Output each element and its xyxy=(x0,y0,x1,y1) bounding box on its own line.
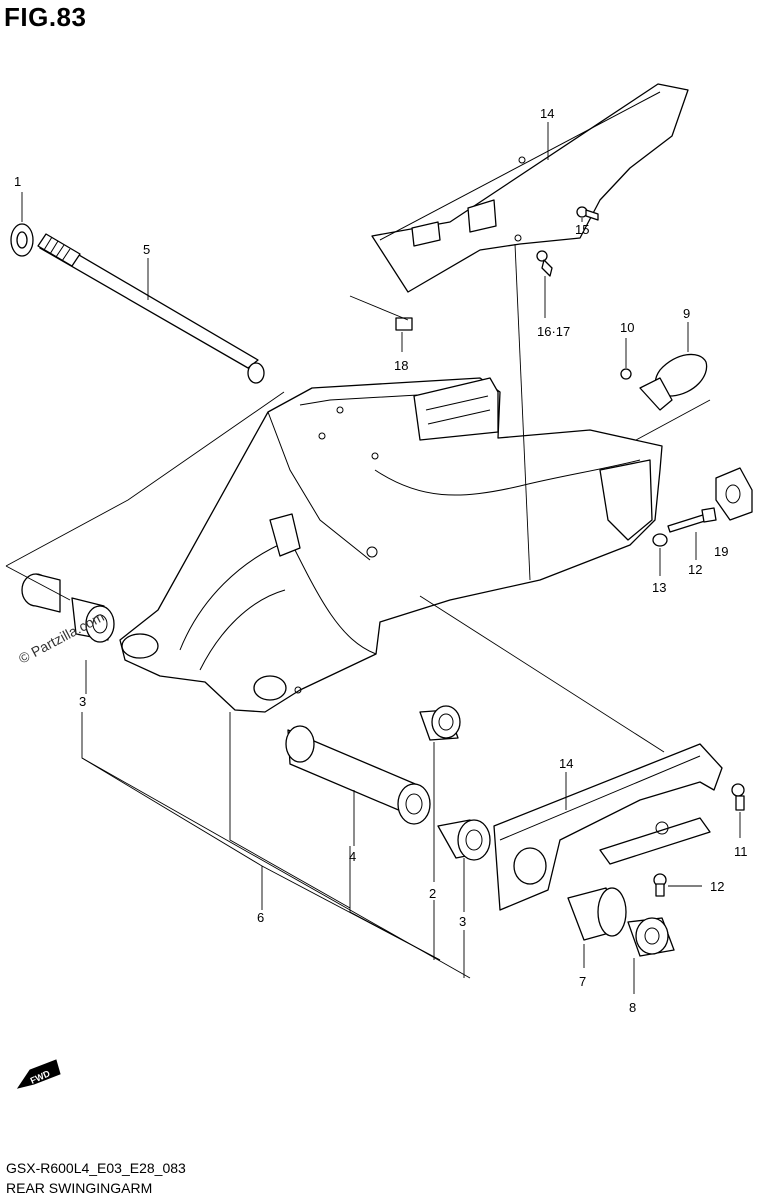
callout-16-17: 19 xyxy=(714,544,728,559)
callout-3a: 3 xyxy=(79,694,86,709)
part-3-bearing-left xyxy=(71,597,115,694)
part-18-adjuster-bolt xyxy=(667,507,717,560)
callout-1: 6 xyxy=(257,910,264,925)
part-4-pivot-tube xyxy=(285,725,431,846)
part-bushing-left-outer xyxy=(21,573,61,613)
callout-7: 7 xyxy=(579,974,586,989)
part-11-chain-buffer xyxy=(493,743,723,911)
callout-11: 14 xyxy=(559,756,573,771)
part-14-bolt-upper xyxy=(576,206,599,222)
part-13-chain-guard xyxy=(371,83,689,293)
callout-18: 12 xyxy=(688,562,702,577)
part-9-nut xyxy=(627,917,675,994)
part-3-bearing-right xyxy=(437,819,491,912)
part-1-swingarm xyxy=(119,377,663,713)
callout-14a: 15 xyxy=(575,222,589,237)
part-14-bolt-lower xyxy=(536,250,553,318)
callout-5: 9 xyxy=(683,306,690,321)
callout-12a: 11 xyxy=(734,844,748,859)
model-code: GSX-R600L4_E03_E28_083 xyxy=(6,1160,186,1176)
callout-19: 13 xyxy=(652,580,666,595)
fwd-arrow-icon: FWD xyxy=(16,1059,61,1089)
callout-labels: 1 5 14 15 16·17 18 10 9 19 12 13 3 14 11… xyxy=(14,106,748,1015)
callout-8: 5 xyxy=(143,242,150,257)
section-name: REAR SWINGINGARM xyxy=(6,1180,153,1196)
callout-4: 4 xyxy=(349,849,356,864)
assembly-reference-lines xyxy=(5,243,711,979)
callout-10: 1 xyxy=(14,174,21,189)
callout-2: 2 xyxy=(429,886,436,901)
part-5-guard xyxy=(639,322,708,411)
part-15-clip xyxy=(395,317,413,352)
part-10-nut xyxy=(10,192,34,257)
part-19-washer xyxy=(652,533,668,576)
callout-3b: 3 xyxy=(459,914,466,929)
part-6-screw xyxy=(620,338,632,380)
part-12-bolt-upper xyxy=(731,783,745,838)
callout-15: 18 xyxy=(394,358,408,373)
part-7-collar xyxy=(567,887,627,968)
part-16-17-chain-adjuster xyxy=(715,467,753,521)
part-2-needle-bearing xyxy=(419,705,461,882)
part-12-bolt-lower xyxy=(653,873,702,897)
callout-13: 14 xyxy=(540,106,554,121)
callout-6: 10 xyxy=(620,320,634,335)
callout-9: 8 xyxy=(629,1000,636,1015)
callout-12b: 12 xyxy=(710,879,724,894)
figure-title: FIG.83 xyxy=(4,2,87,32)
callout-14b: 16·17 xyxy=(537,324,570,339)
part-8-pivot-shaft xyxy=(37,233,265,384)
